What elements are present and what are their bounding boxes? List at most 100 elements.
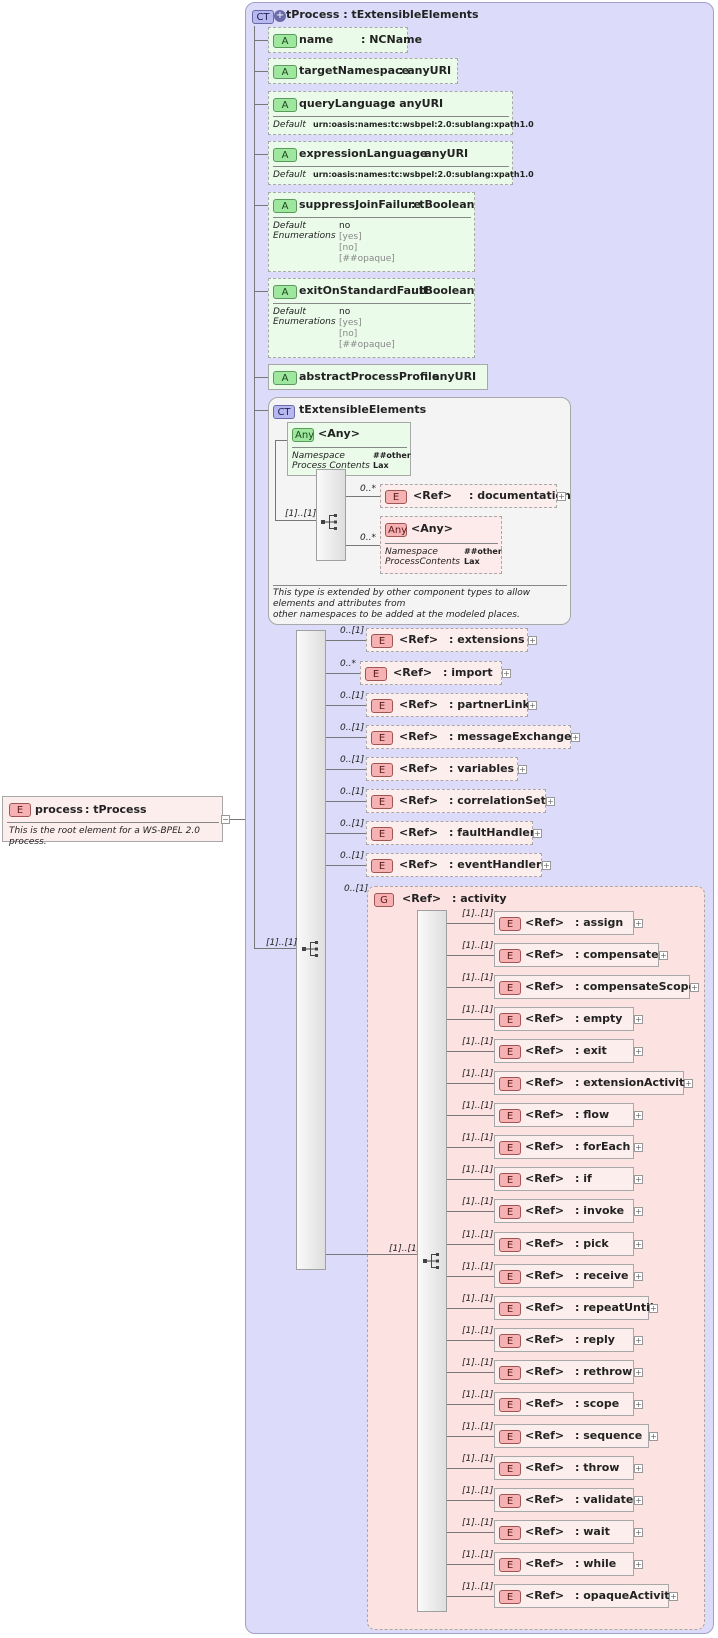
activity-ref-sequence[interactable]: E <Ref> : sequence (494, 1424, 649, 1448)
expand-toggle[interactable]: + (684, 1079, 693, 1088)
element-ref-variables[interactable]: E <Ref> : variables (366, 757, 518, 781)
element-ref-faulthandlers[interactable]: E <Ref> : faultHandlers (366, 821, 542, 845)
activity-ref-reply[interactable]: E <Ref> : reply (494, 1328, 634, 1352)
activity-ref-exit[interactable]: E <Ref> : exit (494, 1039, 634, 1063)
complex-type-badge: CT (252, 10, 274, 24)
cardinality: 0..[1] (340, 626, 365, 636)
expand-toggle[interactable]: + (634, 1015, 643, 1024)
element-ref-messageexchanges[interactable]: E <Ref> : messageExchanges (366, 725, 578, 749)
expand-toggle[interactable]: + (528, 701, 537, 710)
expand-toggle[interactable]: + (634, 1272, 643, 1281)
activity-ref-while[interactable]: E <Ref> : while (494, 1552, 634, 1576)
cardinality: [1]..[1] (462, 1294, 494, 1304)
attribute-suppressjoinfailure[interactable]: A suppressJoinFailure : tBoolean Default… (268, 192, 475, 272)
activity-ref-scope[interactable]: E <Ref> : scope (494, 1392, 634, 1416)
element-badge: E (499, 1270, 521, 1284)
expand-toggle[interactable]: + (546, 797, 555, 806)
element-badge: E (499, 1558, 521, 1572)
activity-ref-compensate[interactable]: E <Ref> : compensate (494, 943, 659, 967)
expand-toggle[interactable]: + (571, 733, 580, 742)
element-badge: E (499, 1430, 521, 1444)
root-element-box[interactable]: E process : tProcess This is the root el… (2, 796, 223, 847)
expand-toggle[interactable]: + (634, 919, 643, 928)
expand-icon: + (274, 10, 286, 22)
element-name: : compensateScope (575, 980, 696, 993)
element-ref-partnerlinks[interactable]: E <Ref> : partnerLinks (366, 693, 536, 717)
cardinality: [1]..[1] (462, 1069, 494, 1079)
activity-ref-rethrow[interactable]: E <Ref> : rethrow (494, 1360, 634, 1384)
expand-toggle[interactable]: + (659, 951, 668, 960)
activity-ref-foreach[interactable]: E <Ref> : forEach (494, 1135, 634, 1159)
element-badge: E (499, 1109, 521, 1123)
element-name: : faultHandlers (449, 826, 542, 839)
element-ref: <Ref> (525, 1493, 565, 1506)
activity-ref-empty[interactable]: E <Ref> : empty (494, 1007, 634, 1031)
attribute-targetnamespace[interactable]: A targetNamespace : anyURI (268, 58, 458, 84)
element-badge: E (371, 763, 393, 777)
expand-toggle[interactable]: + (634, 1207, 643, 1216)
expand-toggle[interactable]: + (634, 1368, 643, 1377)
default-value: no (339, 307, 351, 317)
activity-ref-receive[interactable]: E <Ref> : receive (494, 1264, 634, 1288)
activity-ref-repeatuntil[interactable]: E <Ref> : repeatUntil (494, 1296, 654, 1320)
element-ref-correlationsets[interactable]: E <Ref> : correlationSets (366, 789, 552, 813)
activity-ref-invoke[interactable]: E <Ref> : invoke (494, 1199, 634, 1223)
activity-ref-throw[interactable]: E <Ref> : throw (494, 1456, 634, 1480)
activity-ref-if[interactable]: E <Ref> : if (494, 1167, 634, 1191)
element-name: : if (575, 1172, 592, 1185)
expand-toggle[interactable]: + (528, 636, 537, 645)
activity-ref-wait[interactable]: E <Ref> : wait (494, 1520, 634, 1544)
expand-toggle[interactable]: + (634, 1047, 643, 1056)
expand-toggle[interactable]: + (649, 1432, 658, 1441)
element-badge: E (499, 1494, 521, 1508)
element-name: : reply (575, 1333, 615, 1346)
expand-toggle[interactable]: + (634, 1400, 643, 1409)
element-ref: <Ref> (525, 1461, 565, 1474)
expand-toggle[interactable]: + (649, 1304, 658, 1313)
element-badge: E (371, 859, 393, 873)
expand-toggle[interactable]: + (634, 1175, 643, 1184)
activity-ref-compensatescope[interactable]: E <Ref> : compensateScope (494, 975, 696, 999)
element-ref-extensions[interactable]: E <Ref> : extensions (366, 628, 528, 652)
activity-ref-opaqueactivity[interactable]: E <Ref> : opaqueActivity (494, 1584, 677, 1608)
expand-toggle[interactable]: + (634, 1528, 643, 1537)
expand-toggle[interactable]: + (634, 1240, 643, 1249)
activity-ref-assign[interactable]: E <Ref> : assign (494, 911, 634, 935)
expand-toggle[interactable]: + (634, 1143, 643, 1152)
expand-toggle[interactable]: + (669, 1592, 678, 1601)
activity-ref-extensionactivity[interactable]: E <Ref> : extensionActivity (494, 1071, 691, 1095)
expand-toggle[interactable]: + (690, 983, 699, 992)
default-label: Default (273, 170, 306, 180)
attribute-querylanguage[interactable]: A queryLanguage : anyURI Default urn:oas… (268, 91, 534, 135)
expand-toggle[interactable]: + (634, 1111, 643, 1120)
attribute-abstractprocessprofile[interactable]: A abstractProcessProfile : anyURI (268, 364, 488, 390)
group-badge: G (374, 893, 394, 907)
attribute-badge: A (273, 148, 297, 162)
expand-toggle[interactable]: + (634, 1560, 643, 1569)
collapse-toggle[interactable]: − (221, 815, 230, 824)
any-attribute[interactable]: Any <Any> Namespace Process Contents ##o… (287, 422, 411, 476)
activity-ref-pick[interactable]: E <Ref> : pick (494, 1232, 634, 1256)
expand-toggle[interactable]: + (518, 765, 527, 774)
expand-toggle[interactable]: + (533, 829, 542, 838)
element-ref-documentation[interactable]: E <Ref> : documentation (380, 484, 571, 508)
expand-toggle[interactable]: + (634, 1496, 643, 1505)
expand-toggle[interactable]: + (634, 1336, 643, 1345)
expand-toggle[interactable]: + (502, 669, 511, 678)
element-ref-import[interactable]: E <Ref> : import (360, 661, 502, 685)
expand-toggle[interactable]: + (542, 861, 551, 870)
element-name: : compensate (575, 948, 659, 961)
any-element[interactable]: Any <Any> Namespace ProcessContents ##ot… (380, 516, 502, 574)
activity-ref-flow[interactable]: E <Ref> : flow (494, 1103, 634, 1127)
expand-toggle[interactable]: + (634, 1464, 643, 1473)
element-ref-eventhandlers[interactable]: E <Ref> : eventHandlers (366, 853, 548, 877)
attribute-name[interactable]: A name : NCName (268, 27, 422, 53)
attribute-expressionlanguage[interactable]: A expressionLanguage : anyURI Default ur… (268, 141, 534, 185)
attribute-exitonstandardfault[interactable]: A exitOnStandardFault : tBoolean Default… (268, 278, 475, 358)
expand-toggle[interactable]: + (557, 492, 566, 501)
activity-ref-validate[interactable]: E <Ref> : validate (494, 1488, 634, 1512)
element-ref: <Ref> (413, 489, 453, 502)
element-badge: E (499, 1302, 521, 1316)
element-badge: E (499, 1590, 521, 1604)
root-element-doc: This is the root element for a WS-BPEL 2… (9, 826, 200, 847)
